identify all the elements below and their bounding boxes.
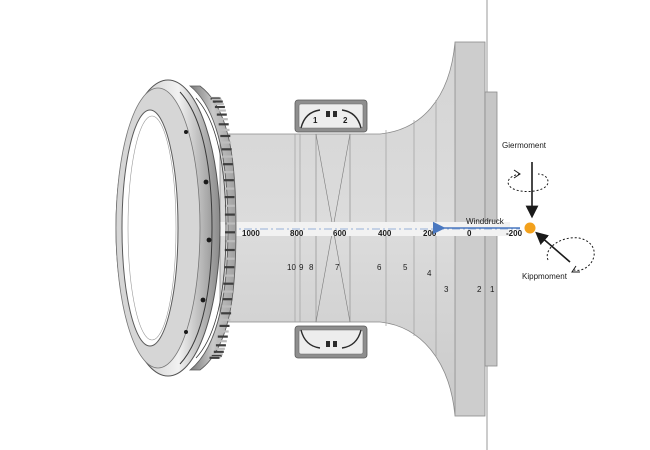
mounting-hole	[200, 297, 206, 303]
roller	[212, 353, 223, 356]
section-number-5: 5	[403, 263, 408, 272]
section-number-6: 6	[377, 263, 382, 272]
section-number-7: 7	[335, 263, 340, 272]
scale-label-400: 400	[378, 229, 392, 238]
roller	[225, 231, 235, 234]
section-number-9: 9	[299, 263, 304, 272]
roller	[222, 298, 233, 301]
scale-label-800: 800	[290, 229, 304, 238]
scale-label-600: 600	[333, 229, 347, 238]
bearing-row-label-1: 1	[313, 116, 318, 125]
bottom-bearing-housing	[294, 325, 368, 359]
roller	[215, 344, 226, 347]
top-bearing-housing	[294, 99, 368, 133]
roller	[212, 100, 223, 103]
section-number-3: 3	[444, 285, 449, 294]
yaw-moment-label: Giermoment	[502, 141, 547, 150]
roller	[216, 113, 227, 116]
roller	[222, 155, 233, 158]
roller-cage	[209, 96, 235, 359]
section-number-1: 1	[490, 285, 495, 294]
roller	[209, 356, 220, 359]
wind-pressure-label: Winddruck	[466, 217, 505, 226]
roller	[223, 282, 234, 285]
roller	[221, 148, 232, 151]
section-number-8: 8	[309, 263, 314, 272]
mounting-hole	[184, 330, 188, 334]
mounting-hole	[203, 179, 209, 185]
section-number-2: 2	[477, 285, 482, 294]
roller	[217, 335, 228, 338]
roller	[220, 134, 231, 138]
tilt-moment-label: Kippmoment	[522, 272, 568, 281]
roller	[217, 118, 228, 121]
mounting-hole	[206, 237, 212, 243]
roller	[224, 187, 235, 190]
roller	[219, 324, 230, 327]
roller	[223, 171, 234, 174]
roller	[218, 123, 229, 126]
roller	[218, 330, 229, 333]
roller	[224, 204, 235, 207]
load-point	[524, 222, 536, 234]
roller	[211, 98, 222, 101]
yaw-moment-indicator: Giermoment	[502, 141, 549, 219]
roller	[213, 102, 224, 106]
roller	[222, 290, 233, 293]
section-number-10: 10	[287, 263, 296, 272]
scale-label-200: 200	[423, 229, 437, 238]
roller	[221, 312, 232, 315]
roller	[215, 109, 226, 112]
roller	[216, 340, 227, 343]
roller	[210, 97, 221, 100]
slewing-ring-bearing-image	[115, 79, 237, 377]
roller	[220, 318, 231, 321]
roller	[221, 141, 232, 144]
roller	[224, 248, 235, 252]
roller	[213, 350, 224, 353]
roller	[224, 257, 235, 260]
roller	[224, 196, 235, 199]
roller	[211, 354, 222, 358]
bearing-row-label-2: 2	[343, 116, 348, 125]
tilt-moment-indicator: Kippmoment	[522, 231, 595, 281]
roller	[214, 105, 225, 109]
roller	[221, 305, 232, 308]
roller	[222, 163, 233, 166]
roller	[223, 179, 234, 182]
roller	[225, 222, 235, 225]
roller	[224, 266, 235, 269]
roller	[224, 213, 235, 216]
roller	[214, 347, 225, 350]
scale-label-0: 0	[467, 229, 472, 238]
mounting-hole	[184, 130, 188, 134]
scale-label-minus-200: -200	[506, 229, 523, 238]
roller	[223, 274, 234, 277]
roller	[224, 240, 235, 243]
section-number-4: 4	[427, 269, 432, 278]
scale-label-1000: 1000	[242, 229, 260, 238]
roller	[219, 128, 230, 131]
